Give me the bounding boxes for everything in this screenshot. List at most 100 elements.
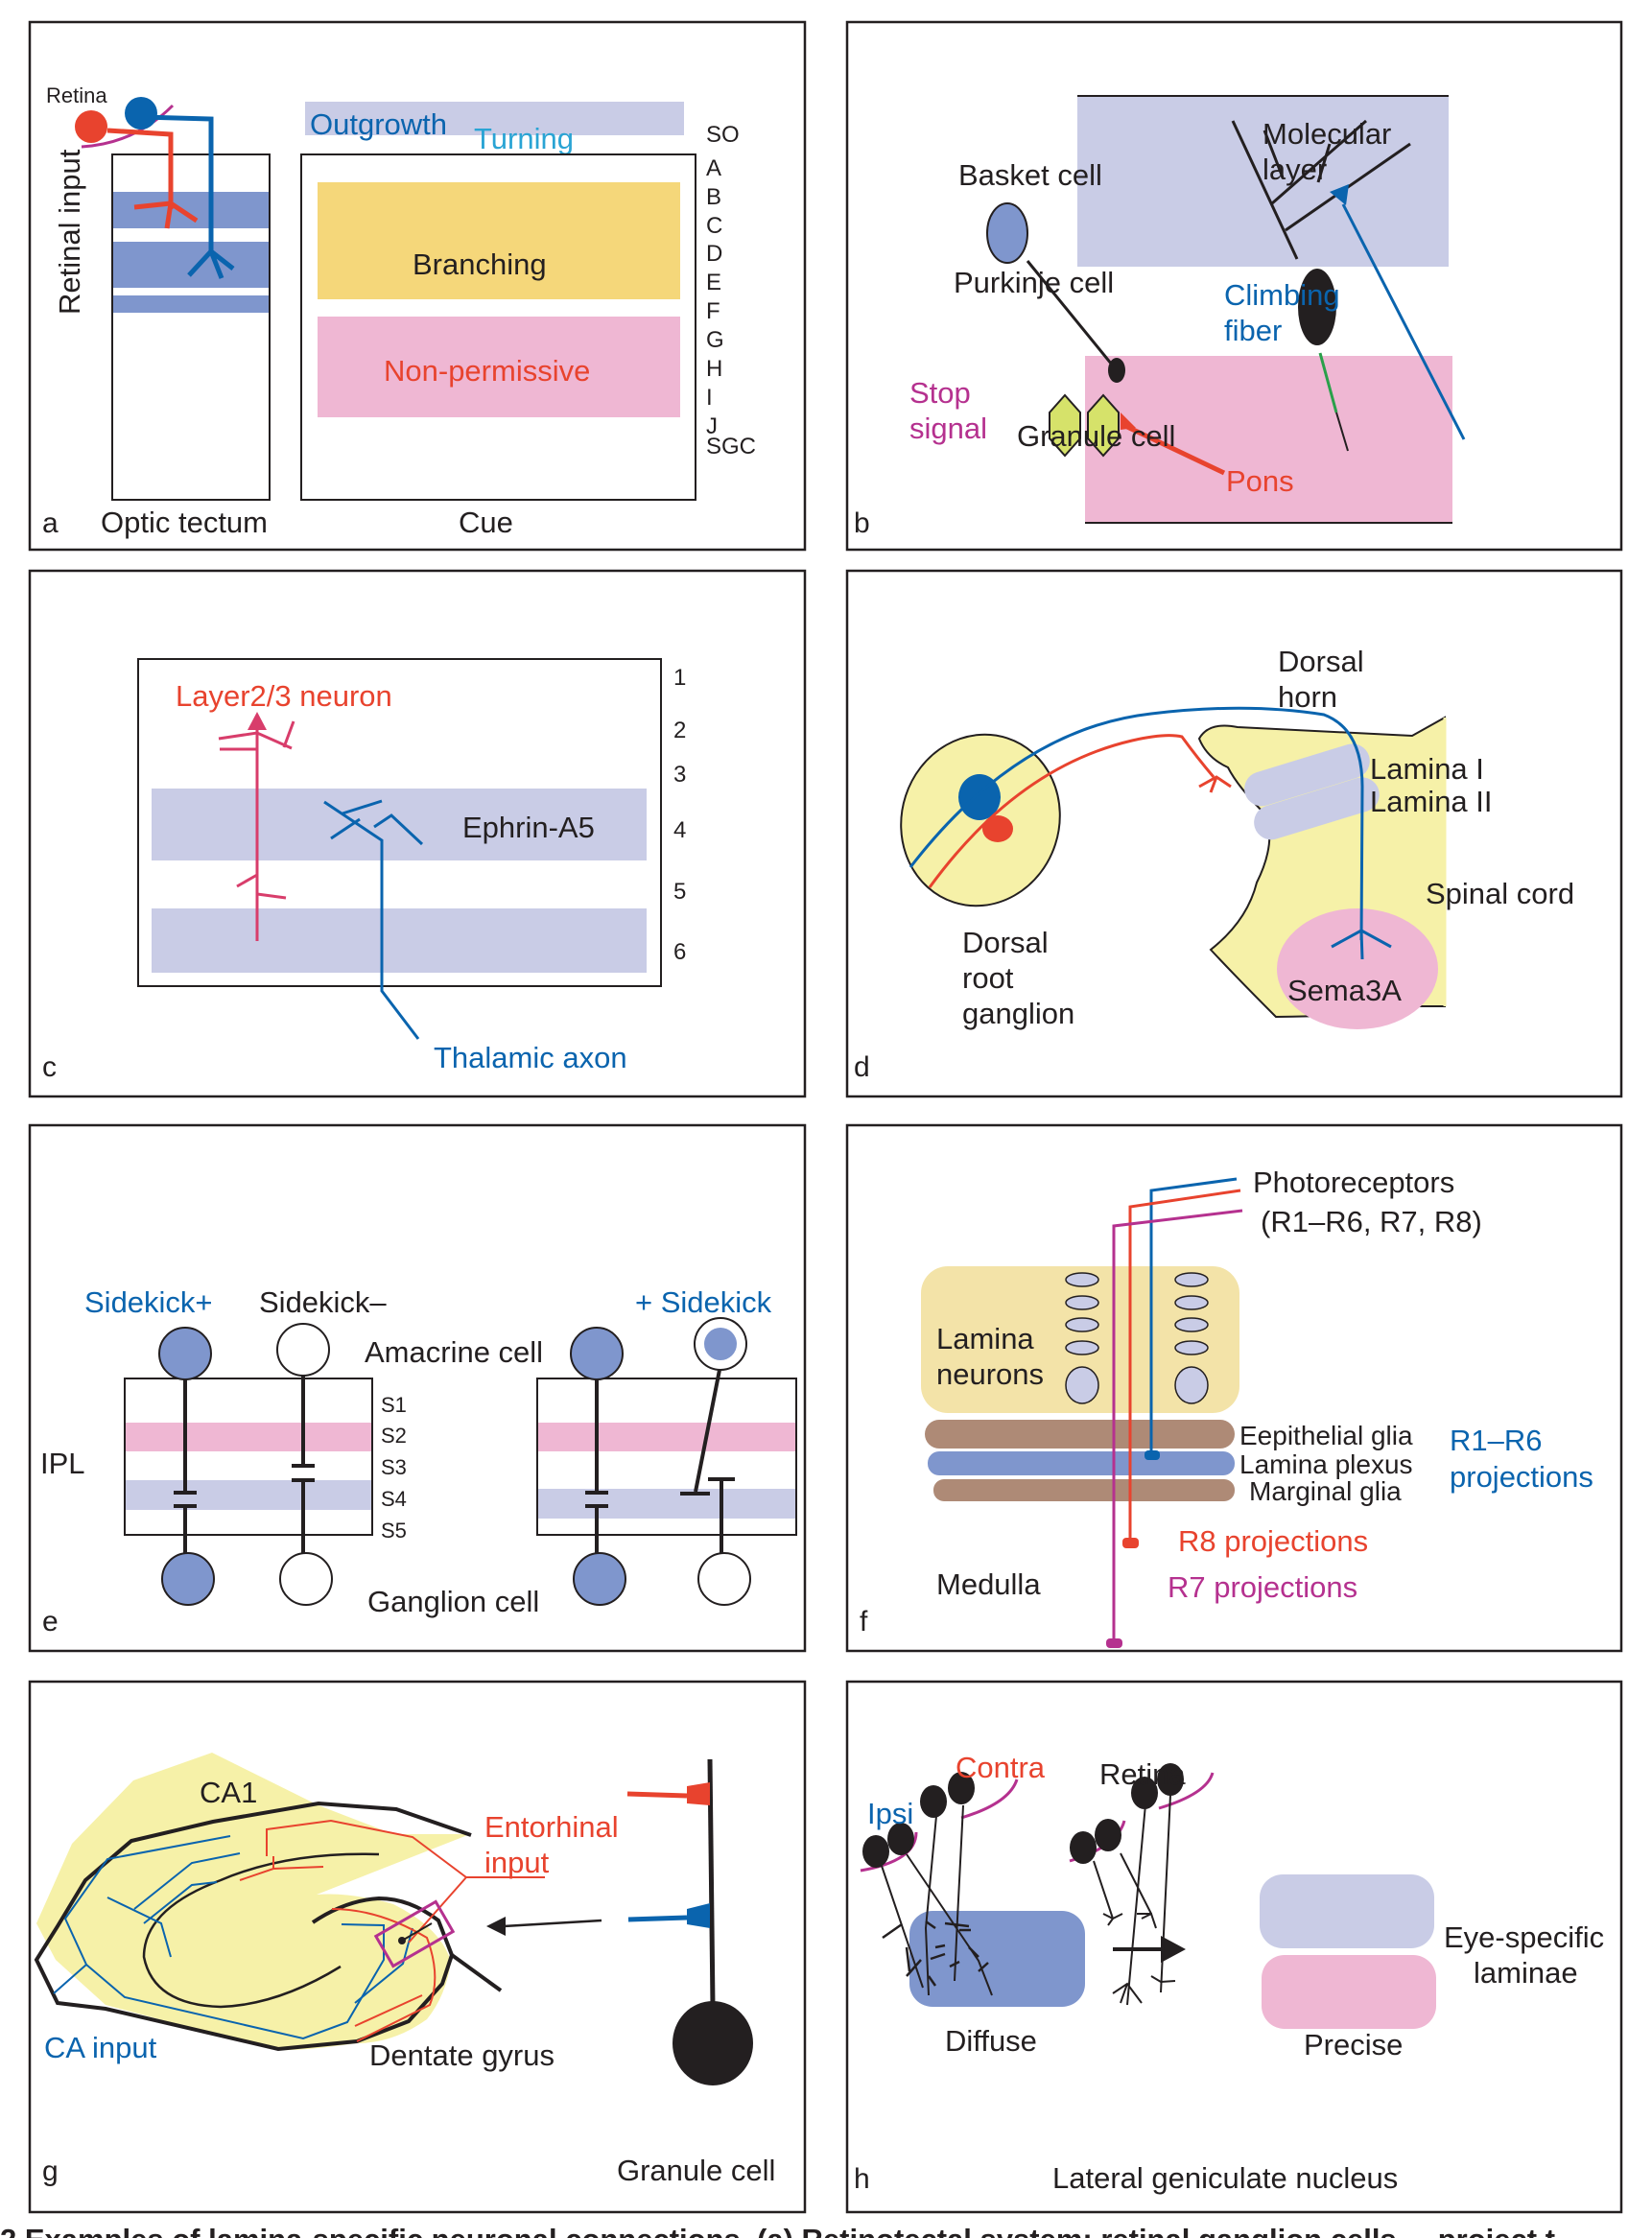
red-retinal-axon xyxy=(106,128,174,209)
granule-cell-label: Granule cell xyxy=(1017,419,1175,453)
drg-red-cell xyxy=(982,815,1013,842)
layer-label: I xyxy=(706,385,713,411)
r1-r6-terminal xyxy=(1145,1450,1160,1460)
arrow-head xyxy=(486,1917,506,1936)
ca1-pyramidal-arc xyxy=(142,1852,380,2009)
layer-label: F xyxy=(706,298,720,324)
precise-axons xyxy=(1093,1794,1171,2006)
lamina-neurons-label-2: neurons xyxy=(936,1357,1044,1391)
lamina-neurons-label-1: Lamina xyxy=(936,1322,1034,1355)
development-arrow-head xyxy=(1161,1936,1186,1963)
layer-label: G xyxy=(706,327,724,353)
panel-letter-a: a xyxy=(42,507,59,539)
sidekick-plus-synapse xyxy=(174,1377,197,1559)
red-axon-arbor xyxy=(1198,775,1232,793)
figure-caption: 2 Examples of lamina-specific neuronal c… xyxy=(0,2223,1555,2238)
sublayer-label: S3 xyxy=(381,1455,407,1479)
dentate-gyrus-label: Dentate gyrus xyxy=(369,2038,555,2072)
ganglion-cell-minus xyxy=(279,1552,333,1606)
layer-label: SO xyxy=(706,122,740,148)
purkinje-axon-hillock xyxy=(1108,358,1125,383)
panel-letter-f: f xyxy=(860,1606,868,1637)
panel-e: Sidekick+ Sidekick– + Sidekick Amacrine … xyxy=(28,1123,807,1653)
precise-contra-cell-2 xyxy=(1157,1763,1184,1796)
ganglion-cell-plus xyxy=(161,1552,215,1606)
photoreceptors-label-2: (R1–R6, R7, R8) xyxy=(1261,1205,1482,1238)
layer-label: 3 xyxy=(673,762,686,788)
s4-band-left xyxy=(126,1480,371,1510)
panel-letter-b: b xyxy=(854,507,870,539)
precise-ipsi-cell-1 xyxy=(1070,1831,1097,1864)
tectal-layer-labels: SO A B C D E F G H I J SGC xyxy=(706,122,756,459)
layer-label: C xyxy=(706,213,722,239)
ca-input-label: CA input xyxy=(44,2031,157,2064)
r1-r6-axon xyxy=(1149,1177,1238,1455)
red-axon-arbor xyxy=(133,200,199,229)
eye-specific-label-2: laminae xyxy=(1474,1956,1578,1990)
amacrine-cell-minus xyxy=(276,1323,330,1377)
lgn-label: Lateral geniculate nucleus xyxy=(1052,2161,1398,2195)
sublayer-labels: S1 S2 S3 S4 S5 xyxy=(381,1393,407,1543)
lamina-neuron xyxy=(1065,1366,1099,1404)
tectum-lamina-1 xyxy=(113,192,269,228)
thalamic-axon-path xyxy=(323,799,424,1040)
purkinje-cell-label: Purkinje cell xyxy=(954,266,1114,299)
diffuse-label: Diffuse xyxy=(945,2024,1037,2058)
granule-cell-dendrite xyxy=(707,1758,716,2008)
sublayer-label: S2 xyxy=(381,1424,407,1448)
branching-label: Branching xyxy=(413,247,547,281)
lamina-neuron xyxy=(1065,1295,1099,1310)
sidekick-minus-label: Sidekick– xyxy=(259,1285,387,1319)
outgrowth-label: Outgrowth xyxy=(310,107,447,141)
contra-cell-2 xyxy=(948,1772,975,1804)
lamina-neuron xyxy=(1065,1340,1099,1355)
climbing-fiber xyxy=(1341,203,1466,440)
stop-signal-label-1: Stop xyxy=(909,376,971,410)
basket-axon-draw xyxy=(1026,260,1118,370)
granule-cell-2 xyxy=(1087,393,1120,458)
ganglion-cell-minus-right xyxy=(697,1552,751,1606)
panel-c: Layer2/3 neuron Ephrin-A5 Thalamic axon … xyxy=(28,569,807,1098)
panel-letter-h: h xyxy=(854,2163,870,2195)
sidekick-minus-synapse xyxy=(292,1373,315,1559)
ca-input-axon xyxy=(627,1915,688,1922)
granule-cell-body xyxy=(673,2001,753,2085)
purkinje-axon-green xyxy=(1318,352,1338,413)
ca-synapse xyxy=(687,1903,710,1928)
precise-contra-cell-1 xyxy=(1131,1777,1158,1809)
layer-label: 5 xyxy=(673,879,686,905)
dorsal-horn-label-2: horn xyxy=(1278,680,1337,714)
ephrin-a5-label: Ephrin-A5 xyxy=(462,811,595,844)
entorhinal-input-axon xyxy=(626,1791,688,1799)
contra-label: Contra xyxy=(956,1751,1046,1784)
panel-d-frame xyxy=(845,569,1623,1098)
plus-sidekick-label: + Sidekick xyxy=(635,1285,772,1319)
lamina-region xyxy=(921,1266,1239,1413)
amacrine-cell-plus xyxy=(158,1327,212,1380)
molecular-layer-label-1: Molecular xyxy=(1263,117,1391,151)
lamina-neuron xyxy=(1065,1317,1099,1332)
panel-letter-c: c xyxy=(42,1051,57,1083)
blue-axon-arbor xyxy=(1331,929,1392,960)
eye-specific-label-1: Eye-specific xyxy=(1444,1920,1604,1954)
precise-ipsi-cell-2 xyxy=(1095,1819,1121,1851)
layer23-dendrite-tip xyxy=(248,712,267,730)
r1-r6-label-2: projections xyxy=(1450,1460,1593,1494)
pons-label: Pons xyxy=(1226,464,1294,498)
sidekick-plus-label: Sidekick+ xyxy=(84,1285,213,1319)
r8-terminal xyxy=(1122,1538,1139,1548)
layer23-branches xyxy=(218,720,295,900)
tectum-lamina-2 xyxy=(113,242,269,288)
r8-projections-label: R8 projections xyxy=(1178,1524,1368,1558)
turning-label: Turning xyxy=(474,122,574,155)
layer-label: H xyxy=(706,356,722,382)
retina-label: Retina xyxy=(46,83,107,107)
epithelial-glia-band xyxy=(925,1420,1235,1449)
layer-label: 4 xyxy=(673,817,686,843)
drg-shape xyxy=(900,733,1061,907)
amacrine-cell-label: Amacrine cell xyxy=(365,1335,543,1369)
molecular-layer-label-2: layer xyxy=(1263,153,1327,186)
lamina-plexus-label: Lamina plexus xyxy=(1239,1449,1413,1479)
non-permissive-label: Non-permissive xyxy=(384,354,590,388)
